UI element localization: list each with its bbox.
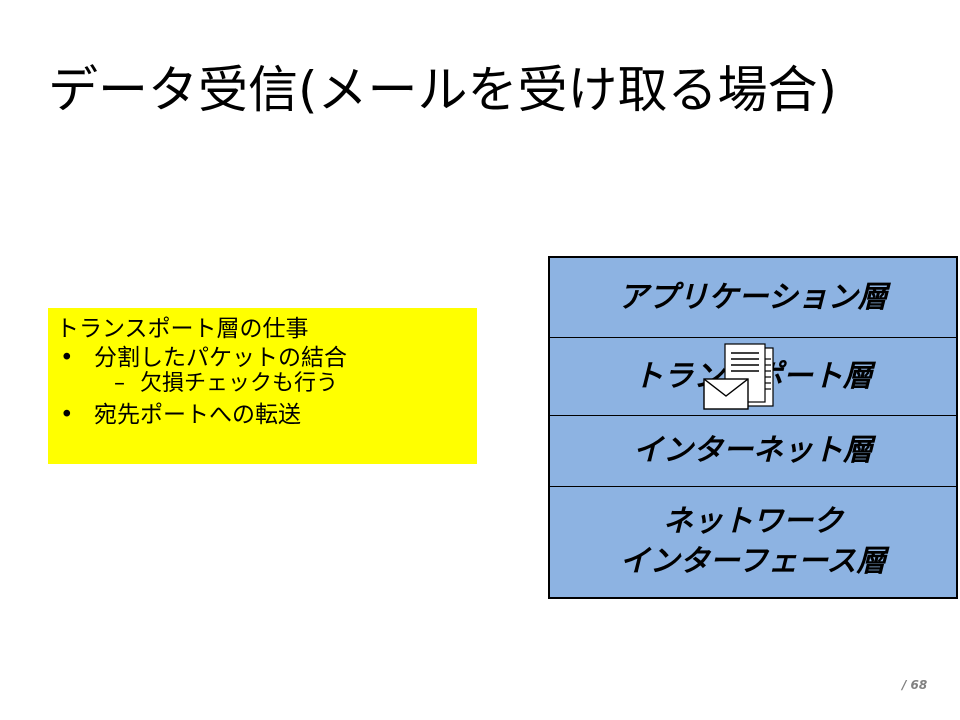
- protocol-layer-stack: アプリケーション層 トランスポート層 インターネット層 ネットワーク インターフ…: [548, 256, 958, 599]
- transport-duties-box: トランスポート層の仕事 • 分割したパケットの結合 – 欠損チェックも行う • …: [48, 308, 477, 464]
- layer-label: インターネット層: [633, 433, 873, 468]
- sub-bullet-marker: –: [114, 371, 125, 396]
- bullet-item: • 分割したパケットの結合: [56, 345, 469, 372]
- bullet-marker: •: [60, 345, 74, 371]
- sub-bullet-item: – 欠損チェックも行う: [56, 372, 469, 396]
- layer-label-line: インターフェース層: [619, 544, 887, 579]
- mail-document-icon: [703, 343, 774, 410]
- bullet-text: 宛先ポートへの転送: [94, 402, 301, 428]
- layer-label: アプリケーション層: [618, 279, 888, 315]
- sub-bullet-text: 欠損チェックも行う: [140, 371, 339, 396]
- page-number: / 68: [902, 678, 928, 692]
- layer-network-interface: ネットワーク インターフェース層: [550, 487, 956, 597]
- bullet-text: 分割したパケットの結合: [94, 345, 347, 371]
- transport-duties-heading: トランスポート層の仕事: [56, 316, 309, 342]
- bullet-item: • 宛先ポートへの転送: [56, 402, 469, 429]
- bullet-marker: •: [60, 402, 74, 428]
- layer-internet: インターネット層: [550, 416, 956, 487]
- layer-label-line: ネットワーク: [663, 504, 843, 539]
- slide-title: データ受信(メールを受け取る場合): [48, 61, 838, 119]
- layer-application: アプリケーション層: [550, 258, 956, 338]
